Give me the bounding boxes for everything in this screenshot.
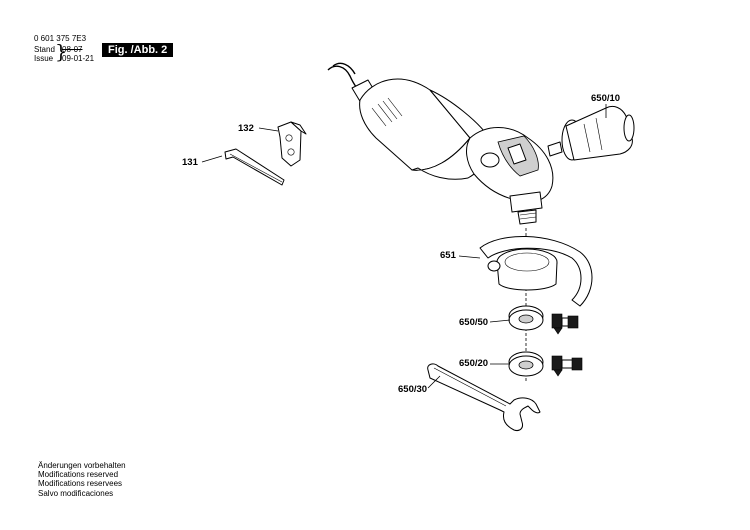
two-pin-spanner-650-30 [427,363,541,431]
side-handle-650-10 [561,105,635,161]
figure-badge: Fig. /Abb. 2 [102,43,174,57]
issue-label: Issue [34,54,54,63]
document-number: 0 601 375 7E3 [34,34,87,43]
leader-650-50 [489,319,511,323]
wheel-guard-651 [479,235,593,307]
label-651: 651 [440,250,457,261]
footer-line-de: Änderungen vorbehalten [38,461,126,470]
orientation-icon-upper [551,313,579,335]
clamping-nut-650-20 [508,351,544,377]
angle-grinder-body [327,62,563,225]
issue-date: 09-01-21 [62,54,95,63]
clamp-plate-132 [277,121,307,167]
footer-line-fr: Modifications reservees [38,479,123,489]
label-650-20: 650/20 [459,358,488,369]
label-132: 132 [238,123,254,134]
label-650-10: 650/10 [591,93,620,104]
orientation-icon-lower [551,355,583,377]
label-650-50: 650/50 [459,317,488,328]
leader-651 [458,255,481,259]
footer-notice: Änderungen vorbehalten Modifications res… [38,461,126,498]
footer-line-es: Salvo modificaciones [38,488,114,498]
label-650-30: 650/30 [398,384,427,395]
leader-131 [201,155,223,163]
stand-date: 08-07 [62,45,83,54]
leader-132 [258,127,279,132]
label-131: 131 [182,157,199,168]
stand-label: Stand [34,45,55,54]
date-brace: } [55,41,68,63]
hex-key-131 [224,148,285,186]
mounting-flange-650-50 [508,305,544,331]
footer-line-en: Modifications reserved [38,470,119,480]
leader-650-30 [427,375,441,389]
